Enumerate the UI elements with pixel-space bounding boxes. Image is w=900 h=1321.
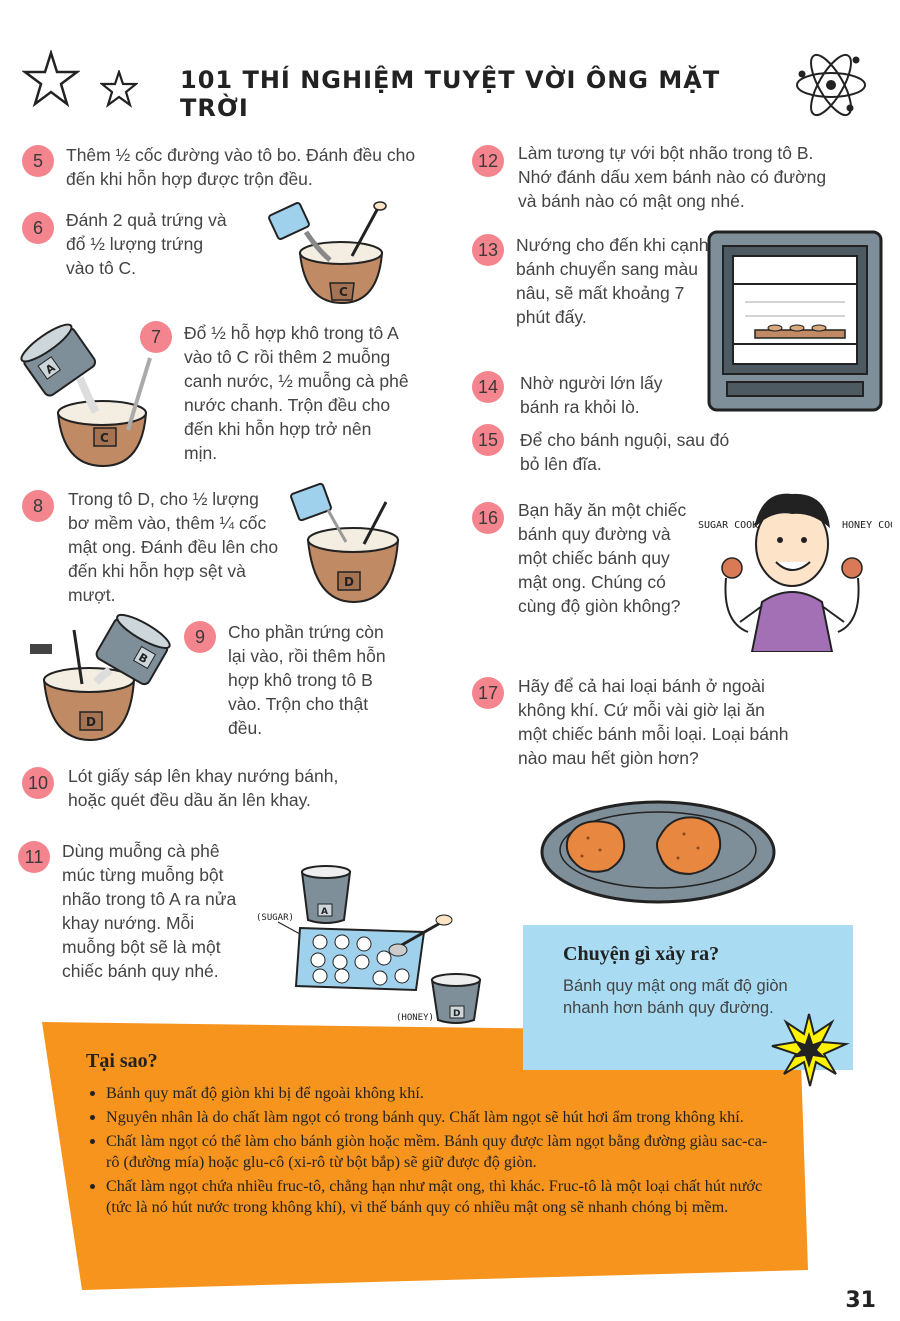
step-number: 13 (472, 234, 504, 266)
why-list: Bánh quy mất độ giòn khi bị để ngoài khô… (84, 1083, 774, 1218)
step-number: 10 (22, 767, 54, 799)
boy-eating-cookies-illustration: SUGAR COOKIE HONEY COOKIE (698, 493, 892, 652)
bowl-label: D (344, 575, 354, 589)
honey-cookie-label: HONEY COOKIE (842, 520, 892, 531)
step-text: Nhờ người lớn lấy bánh ra khỏi lò. (520, 373, 663, 417)
step-number: 14 (472, 371, 504, 403)
why-item: Chất làm ngọt chứa nhiều fruc-tô, chẳng … (106, 1176, 774, 1218)
honey-label: (HONEY) (396, 1013, 434, 1023)
step-number: 12 (472, 145, 504, 177)
page-number: 31 (845, 1288, 876, 1313)
step-text: Đánh 2 quả trứng và đổ ½ lượng trứng vào… (66, 210, 227, 278)
explosion-icon (771, 1013, 850, 1087)
bowl-label: A (321, 907, 328, 917)
step-number: 8 (22, 490, 54, 522)
atom-icon (796, 53, 866, 117)
step-text: Trong tô D, cho ½ lượng bơ mềm vào, thêm… (68, 489, 279, 605)
why-title: Tại sao? (86, 1050, 158, 1072)
sugar-cookie-label: SUGAR COOKIE (698, 520, 770, 531)
step-number: 9 (184, 621, 216, 653)
step-number: 11 (18, 841, 50, 873)
why-section: Tại sao? Bánh quy mất độ giòn khi bị để … (84, 1050, 774, 1221)
sugar-label: (SUGAR) (256, 913, 294, 923)
step-text: Thêm ½ cốc đường vào tô bo. Đánh đều cho… (66, 145, 416, 189)
cookie-plate-illustration (540, 800, 776, 904)
small-star-icon (100, 70, 138, 108)
honey-into-bowl-d-illustration: D (290, 482, 400, 604)
step-text: Nướng cho đến khi cạnh bánh chuyển sang … (516, 235, 709, 327)
step-text: Hãy để cả hai loại bánh ở ngoài không kh… (518, 676, 789, 768)
what-happened-text: Bánh quy mật ong mất độ giòn nhanh hơn b… (563, 977, 788, 1017)
bowl-label: D (86, 715, 96, 729)
page-title: 101 THÍ NGHIỆM TUYỆT VỜI ÔNG MẶT TRỜI (180, 66, 721, 122)
step-text: Để cho bánh nguội, sau đó bỏ lên đĩa. (520, 430, 730, 474)
egg-pouring-bowl-illustration: C (268, 201, 387, 305)
baking-tray-illustration: A (SUGAR) D (HONEY) (256, 865, 482, 1024)
why-item: Chất làm ngọt có thể làm cho bánh giòn h… (106, 1131, 774, 1173)
step-text: Dùng muỗng cà phê múc từng muỗng bột nhã… (62, 841, 237, 981)
bowl-label: C (100, 431, 109, 445)
oven-illustration (707, 230, 883, 412)
step-text: Bạn hãy ăn một chiếc bánh quy đường và m… (518, 500, 687, 616)
step-text: Làm tương tự với bột nhão trong tô B. Nh… (518, 143, 827, 211)
step-number: 7 (140, 321, 172, 353)
step-number: 15 (472, 424, 504, 456)
what-happened-title: Chuyện gì xảy ra? (563, 943, 720, 965)
step-number: 6 (22, 212, 54, 244)
step-text: Đổ ½ hỗ hợp khô trong tô A vào tô C rồi … (184, 323, 409, 463)
bowl-b-into-d-illustration: B D (30, 613, 171, 742)
why-item: Bánh quy mất độ giòn khi bị để ngoài khô… (106, 1083, 774, 1104)
bowl-label: C (339, 285, 348, 299)
step-text: Lót giấy sáp lên khay nướng bánh, hoặc q… (68, 766, 339, 810)
bowl-a-into-c-illustration: A C (20, 323, 152, 468)
step-number: 17 (472, 677, 504, 709)
star-icon (22, 50, 80, 108)
step-number: 16 (472, 502, 504, 534)
step-text: Cho phần trứng còn lại vào, rồi thêm hỗn… (228, 622, 386, 738)
why-item: Nguyên nhân là do chất làm ngọt có trong… (106, 1107, 774, 1128)
bowl-label: D (453, 1009, 460, 1019)
step-number: 5 (22, 145, 54, 177)
